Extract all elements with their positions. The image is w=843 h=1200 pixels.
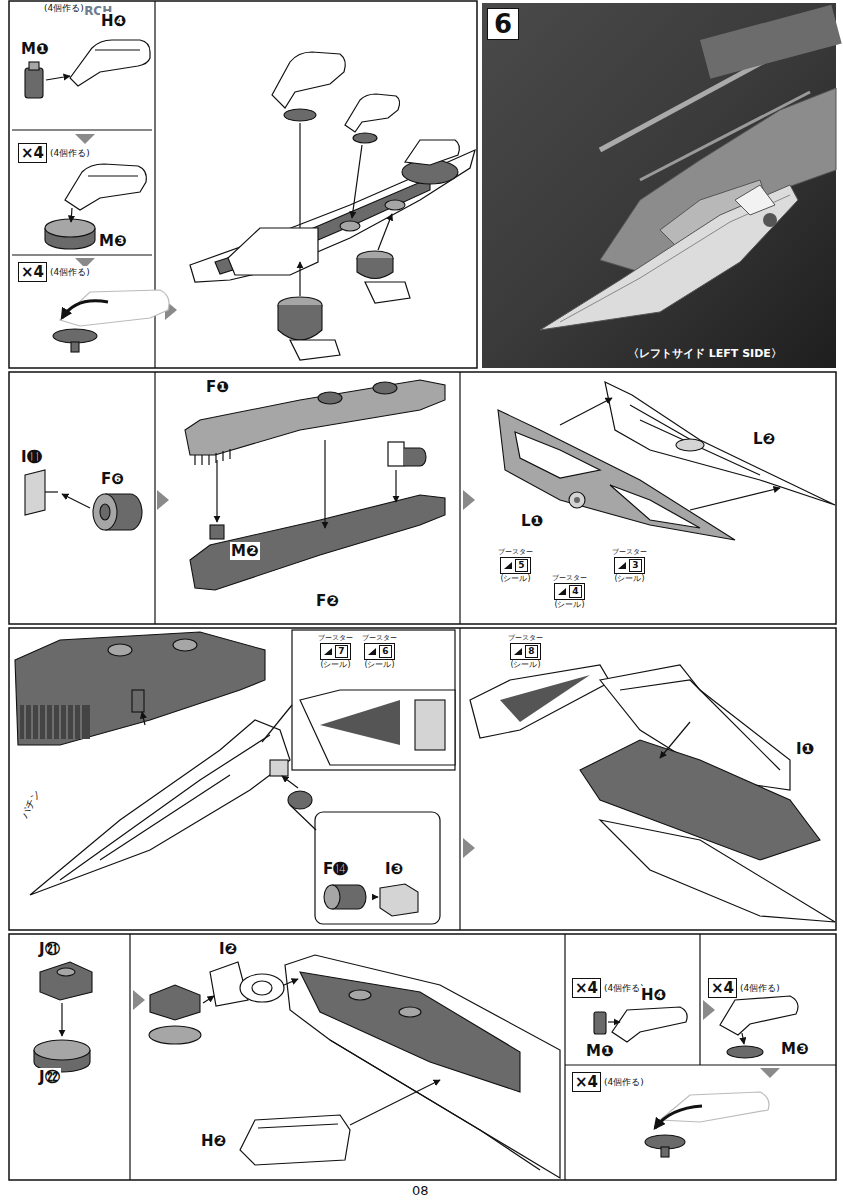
quantity-note: (4個作る) [50, 147, 90, 160]
quantity-box: ×4(4個作る) [572, 1072, 644, 1092]
sticker-note: (シール) [364, 660, 394, 670]
sound-effect: パチン [18, 788, 43, 821]
part-number: F❷ [315, 592, 340, 610]
step-number: 6 [494, 9, 512, 39]
photo-caption: 〈レフトサイド LEFT SIDE〉 [628, 346, 782, 361]
quantity-note: (4個作る) [740, 982, 780, 995]
sticker-frame: 5 [500, 557, 530, 574]
quantity-note: (4個作る) [604, 982, 644, 995]
sticker-icon [513, 647, 523, 656]
sticker-frame: 6 [364, 643, 394, 660]
part-number: H❹ [640, 986, 667, 1004]
sticker-triangle [504, 562, 512, 569]
sticker-frame: 3 [614, 557, 644, 574]
part-number: J㉑ [38, 940, 61, 958]
sticker-frame: 7 [320, 643, 350, 660]
part-number: I❶ [795, 740, 815, 758]
sticker-number: 7 [335, 645, 347, 658]
quantity-box: ×4(4個作る) [18, 262, 90, 282]
quantity-box: ×4(4個作る) [708, 978, 780, 998]
part-number: F❻ [100, 470, 125, 488]
sticker-triangle [558, 588, 566, 595]
part-number: L❷ [752, 430, 776, 448]
part-number: I❸ [384, 860, 404, 878]
part-number: H❹ [100, 12, 127, 30]
sticker-triangle [368, 648, 376, 655]
sticker-box: ブースター 6 (シール) [362, 634, 397, 670]
sticker-icon [557, 587, 567, 596]
sticker-number: 3 [629, 559, 641, 572]
sticker-number: 5 [515, 559, 527, 572]
sticker-heading: ブースター [612, 548, 647, 557]
sticker-box: ブースター 7 (シール) [318, 634, 353, 670]
quantity-mark: ×4 [572, 978, 601, 998]
sticker-note: (シール) [614, 574, 644, 584]
part-number: M❷ [230, 542, 260, 560]
quantity-mark: ×4 [708, 978, 737, 998]
sticker-number: 8 [525, 645, 537, 658]
step-number-box: 6 [487, 8, 519, 40]
sticker-note: (シール) [500, 574, 530, 584]
quantity-mark: ×4 [572, 1072, 601, 1092]
sticker-triangle [514, 648, 522, 655]
sticker-frame: 4 [554, 583, 584, 600]
sticker-frame: 8 [510, 643, 540, 660]
sticker-note: (シール) [320, 660, 350, 670]
sticker-heading: ブースター [318, 634, 353, 643]
part-number: F⓮ [322, 860, 349, 878]
sticker-triangle [324, 648, 332, 655]
sticker-icon [367, 647, 377, 656]
quantity-note: (4個作る) [50, 266, 90, 279]
sticker-box: ブースター 5 (シール) [498, 548, 533, 584]
part-number: H❷ [200, 1132, 227, 1150]
part-number: M❶ [585, 1042, 615, 1060]
sticker-icon [503, 561, 513, 570]
part-number: I❷ [218, 940, 238, 958]
sticker-triangle [618, 562, 626, 569]
sticker-note: (シール) [510, 660, 540, 670]
sticker-box: ブースター 8 (シール) [508, 634, 543, 670]
sticker-heading: ブースター [508, 634, 543, 643]
sticker-note: (シール) [554, 600, 584, 610]
sticker-heading: ブースター [362, 634, 397, 643]
sticker-number: 6 [379, 645, 391, 658]
part-number: M❸ [780, 1040, 810, 1058]
part-number: F❶ [205, 378, 230, 396]
sticker-box: ブースター 4 (シール) [552, 574, 587, 610]
quantity-mark: ×4 [18, 143, 47, 163]
part-number: L❶ [520, 512, 544, 530]
quantity-mark: ×4 [18, 262, 47, 282]
sticker-icon [323, 647, 333, 656]
sticker-icon [617, 561, 627, 570]
quantity-box: ×4(4個作る) [18, 143, 90, 163]
sticker-heading: ブースター [498, 548, 533, 557]
sticker-heading: ブースター [552, 574, 587, 583]
sticker-number: 4 [569, 585, 581, 598]
quantity-box: ×4(4個作る) [572, 978, 644, 998]
part-number: I⓫ [20, 448, 43, 466]
quantity-note: (4個作る) [44, 2, 84, 15]
quantity-note: (4個作る) [604, 1076, 644, 1089]
part-number: J㉒ [38, 1068, 61, 1086]
part-number: M❸ [98, 232, 128, 250]
sticker-box: ブースター 3 (シール) [612, 548, 647, 584]
page-number: 08 [412, 1183, 429, 1198]
part-number: M❶ [20, 40, 50, 58]
